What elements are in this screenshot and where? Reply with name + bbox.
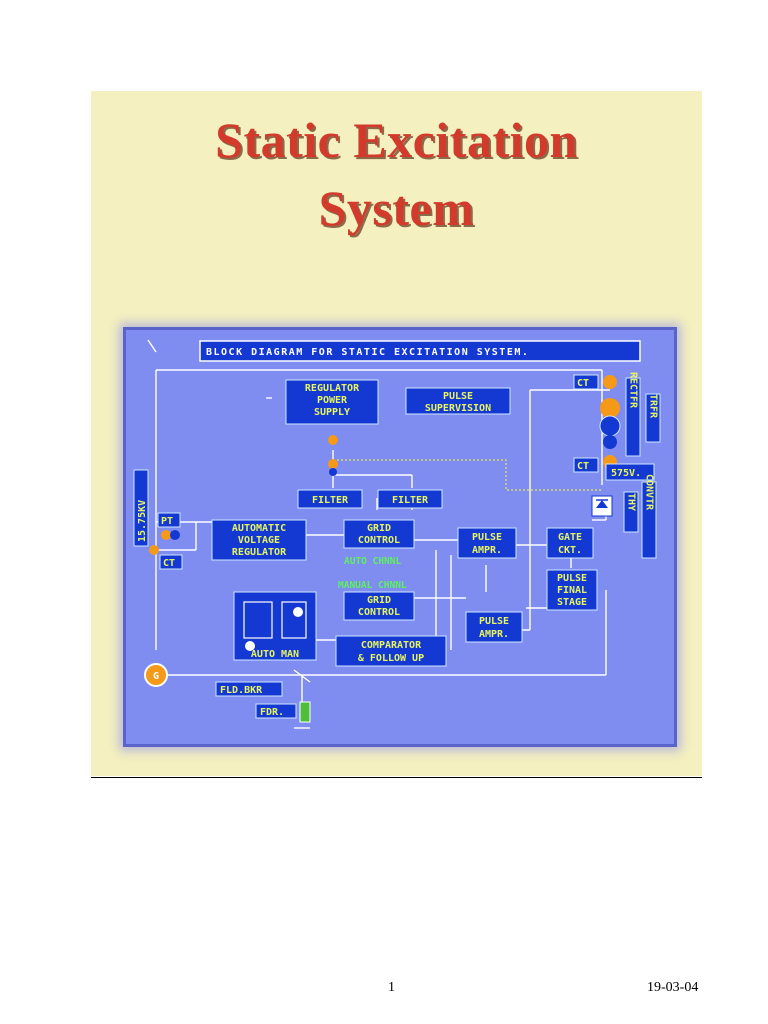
pulse-supervision-line-2: SUPERVISION [425,403,491,414]
block-grid-control-manual: GRID CONTROL [343,591,415,621]
gate-ckt-line-1: GATE [558,532,582,543]
pulse-final-stage-line-1: PULSE [557,573,587,584]
block-filter-2: FILTER [377,489,443,509]
thyristor [591,495,613,517]
rectifier-transformer [599,375,621,469]
regulator-power-supply-line-3: SUPPLY [314,407,350,418]
ct-left-label: CT [163,558,175,569]
pulse-final-stage-line-2: FINAL [557,585,587,596]
auto-channel-label: AUTO CHNNL [344,556,401,567]
avr-line-2: VOLTAGE [238,535,280,546]
label-575v-text: 575V. [611,468,641,479]
horizontal-rule [91,777,702,778]
rectfr-vertical: RECTFR [625,372,641,457]
kv-vertical: 15.75KV [133,469,149,547]
block-pulse-ampr-2: PULSE AMPR. [465,611,523,643]
comparator-line-1: COMPARATOR [361,640,422,651]
fdr-label: FDR. [260,707,284,718]
filter-2-label: FILTER [392,495,429,506]
fld-bkr: FLD.BKR [215,681,283,697]
comparator-line-2: & FOLLOW UP [358,653,424,664]
generator: G [144,663,168,687]
block-pulse-ampr-1: PULSE AMPR. [457,527,517,559]
block-gate-ckt: GATE CKT. [546,527,594,559]
block-pulse-final-stage: PULSE FINAL STAGE [546,569,598,611]
pulse-ampr-1-line-2: AMPR. [472,545,502,556]
block-grid-control-auto: GRID CONTROL [343,519,415,549]
grid-control-auto-line-2: CONTROL [358,535,400,546]
grid-control-manual-line-2: CONTROL [358,607,400,618]
filter-1-label: FILTER [312,495,349,506]
trfr-vertical: TRFR [645,393,661,443]
pt: PT [157,512,181,540]
grid-control-auto-line-1: GRID [367,523,391,534]
avr-line-3: REGULATOR [232,547,287,558]
pulse-final-stage-line-3: STAGE [557,597,587,608]
pulse-ampr-1-line-1: PULSE [472,532,502,543]
manual-channel-label: MANUAL CHNNL [338,580,407,591]
pt-label: PT [161,516,173,527]
convtr-text: CONVTR [644,474,655,511]
block-diagram-board: BLOCK DIAGRAM FOR STATIC EXCITATION SYST… [123,327,677,747]
grid-control-manual-line-1: GRID [367,595,391,606]
regulator-power-supply-line-1: REGULATOR [305,383,360,394]
trfr-text: TRFR [648,394,659,419]
ct-left: CT [149,545,183,570]
gate-ckt-line-2: CKT. [558,545,582,556]
fld-bkr-label: FLD.BKR [220,685,263,696]
convtr-vertical: CONVTR [641,474,657,559]
thy-text: THY [626,493,637,511]
diagram-heading-box [199,340,641,362]
diagram-heading: BLOCK DIAGRAM FOR STATIC EXCITATION SYST… [206,347,529,358]
block-comparator: COMPARATOR & FOLLOW UP [335,635,447,667]
label-575v: 575V. [605,463,655,481]
fdr: FDR. [255,701,311,723]
cover-title-line-2: System [318,180,475,236]
page-number: 1 [388,980,395,995]
thy-vertical: THY [623,491,639,533]
ct-mid: CT [573,457,599,473]
auto-man-label: AUTO MAN [251,649,299,660]
block-auto-man: AUTO MAN [233,591,317,661]
block-avr: AUTOMATIC VOLTAGE REGULATOR [211,519,307,561]
avr-line-1: AUTOMATIC [232,523,286,534]
footer-date: 19-03-04 [647,980,699,995]
block-diagram: BLOCK DIAGRAM FOR STATIC EXCITATION SYST… [133,339,661,729]
cover-title-line-1: Static Excitation [215,112,578,168]
pulse-ampr-2-line-1: PULSE [479,616,509,627]
ct-mid-label: CT [577,461,589,472]
generator-label: G [153,671,159,682]
rectfr-text: RECTFR [628,372,639,409]
kv-text: 15.75KV [137,500,148,542]
block-regulator-power-supply: REGULATOR POWER SUPPLY [285,379,379,425]
ct-top-label: CT [577,378,589,389]
cover-image: Static Excitation System BLOCK DIAGRAM F… [91,91,702,776]
block-pulse-supervision: PULSE SUPERVISION [405,387,511,415]
supply-fuses [328,435,338,476]
pulse-ampr-2-line-2: AMPR. [479,629,509,640]
pulse-supervision-line-1: PULSE [443,391,473,402]
regulator-power-supply-line-2: POWER [317,395,348,406]
ct-top: CT [573,374,599,390]
block-filter-1: FILTER [297,489,363,509]
